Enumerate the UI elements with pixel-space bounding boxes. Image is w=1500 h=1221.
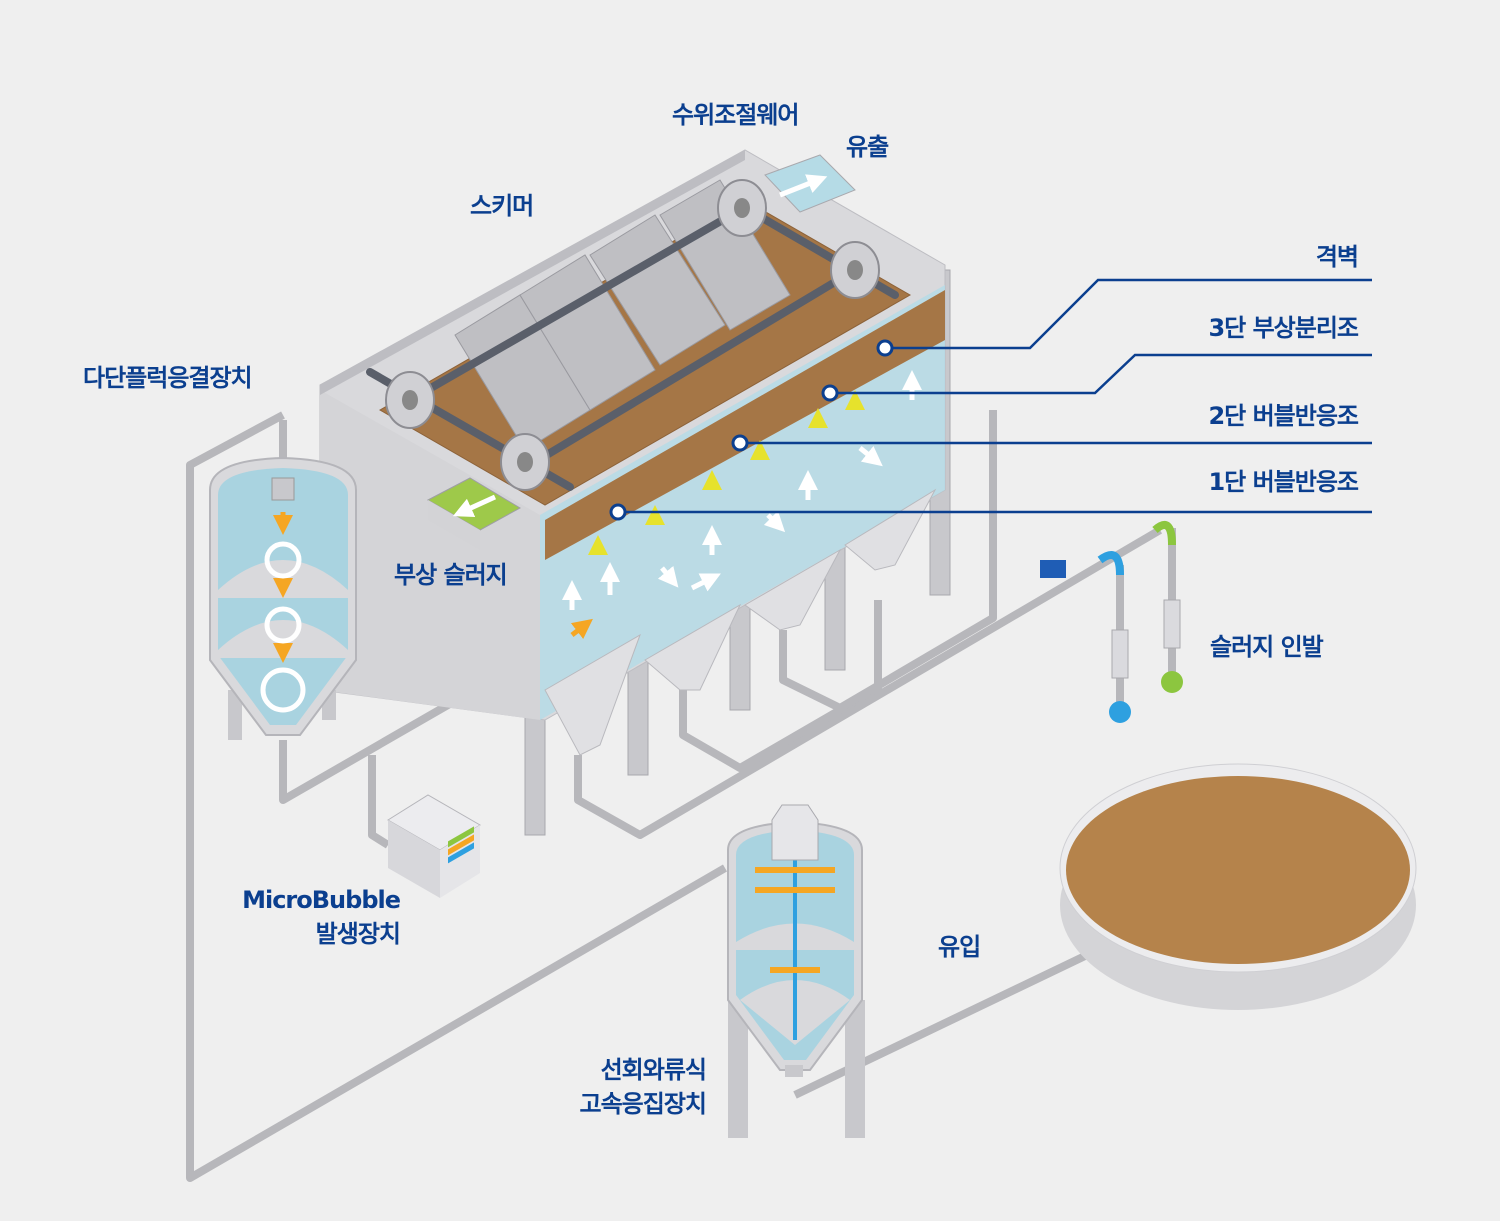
float-sludge-trough [426, 477, 522, 550]
microbubble-label-line2: 발생장치 [315, 920, 401, 948]
cyclone-label-line2: 고속응집장치 [579, 1090, 707, 1118]
stage3-dot [821, 384, 839, 402]
inflow-label: 유입 [938, 933, 981, 961]
stage1-label: 1단 버블반응조 [1208, 468, 1359, 496]
callout-dots [609, 339, 894, 521]
skimmer-label: 스키머 [470, 192, 534, 220]
stage3-label: 3단 부상분리조 [1208, 314, 1359, 342]
float-sludge-label: 부상 슬러지 [394, 561, 508, 589]
stage2-label: 2단 버블반응조 [1208, 402, 1359, 430]
stage1-dot [609, 503, 627, 521]
partition-dot [876, 339, 894, 357]
inflow-basin [1059, 763, 1417, 1010]
multi-floc-label: 다단플럭응결장치 [83, 364, 253, 392]
callout-lines [618, 278, 1372, 514]
cyclone-coagulation-device [727, 804, 865, 1138]
cyclone-label-line1: 선회와류식 [600, 1056, 707, 1084]
sludge-draw-pipes [1040, 521, 1183, 723]
outflow-label: 유출 [846, 133, 889, 161]
stage2-dot [731, 434, 749, 452]
flow-arrows [562, 370, 922, 640]
weir-label: 수위조절웨어 [672, 101, 799, 129]
sludge-draw-label: 슬러지 인발 [1210, 633, 1324, 661]
multi-stage-floc-device [209, 456, 357, 740]
skimmer-assembly [366, 179, 899, 491]
pipe-network [186, 410, 1164, 1182]
microbubble-generator [387, 794, 481, 898]
microbubble-label-line1: MicroBubble [242, 886, 401, 914]
outflow-trough [764, 154, 856, 213]
partition-label: 격벽 [1315, 243, 1359, 271]
